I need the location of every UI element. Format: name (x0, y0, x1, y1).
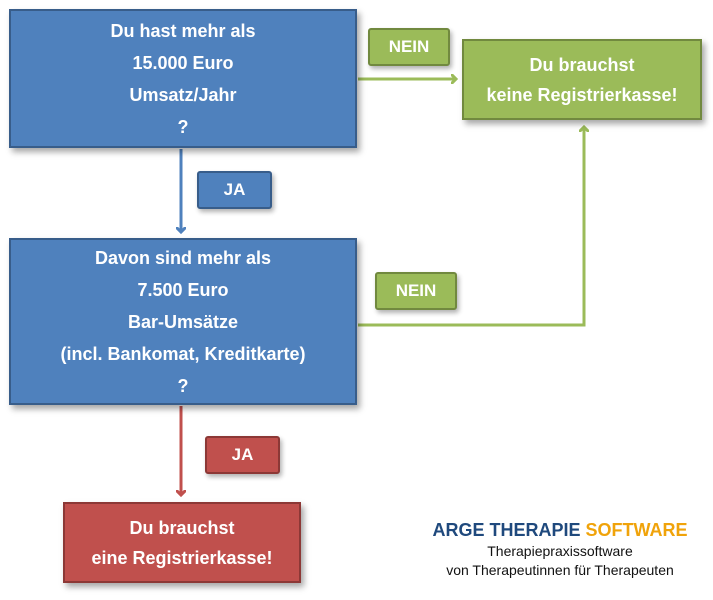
edge-label-q2-yes: JA (205, 436, 280, 474)
edge-label-q1-no: NEIN (368, 28, 450, 66)
result-register-line: Du brauchst (129, 517, 235, 538)
brand-title-part2: SOFTWARE (585, 520, 688, 540)
question1-line: 15.000 Euro (132, 52, 234, 73)
arrow-q2-no (358, 127, 584, 327)
result-no-register-box: Du brauchst keine Registrierkasse! (462, 39, 702, 120)
brand-tagline-2: von Therapeutinnen für Therapeuten (446, 562, 674, 578)
edge-label-q1-yes: JA (197, 171, 272, 209)
result-register-line: eine Registrierkasse! (91, 547, 273, 568)
question-cash-revenue-box: Davon sind mehr als 7.500 Euro Bar-Umsät… (9, 238, 357, 405)
question2-line: Davon sind mehr als (94, 247, 272, 268)
brand-title-part1: ARGE THERAPIE (432, 520, 581, 540)
edge-label-q2-no: NEIN (375, 272, 457, 310)
result-no-register-line: keine Registrierkasse! (486, 84, 678, 105)
question2-line: Bar-Umsätze (127, 311, 239, 332)
question1-line: Du hast mehr als (110, 20, 256, 41)
question1-line: ? (177, 116, 189, 137)
question1-line: Umsatz/Jahr (129, 84, 237, 105)
brand-title: ARGE THERAPIE SOFTWARE (412, 518, 708, 542)
question-revenue-box: Du hast mehr als 15.000 Euro Umsatz/Jahr… (9, 9, 357, 148)
question2-line: 7.500 Euro (137, 279, 229, 300)
question2-line: ? (177, 375, 189, 396)
question2-line: (incl. Bankomat, Kreditkarte) (60, 343, 306, 364)
brand-tagline-1: Therapiepraxissoftware (487, 543, 633, 559)
brand-block: ARGE THERAPIE SOFTWARE Therapiepraxissof… (412, 518, 708, 580)
result-no-register-line: Du brauchst (529, 54, 635, 75)
result-register-box: Du brauchst eine Registrierkasse! (63, 502, 301, 583)
